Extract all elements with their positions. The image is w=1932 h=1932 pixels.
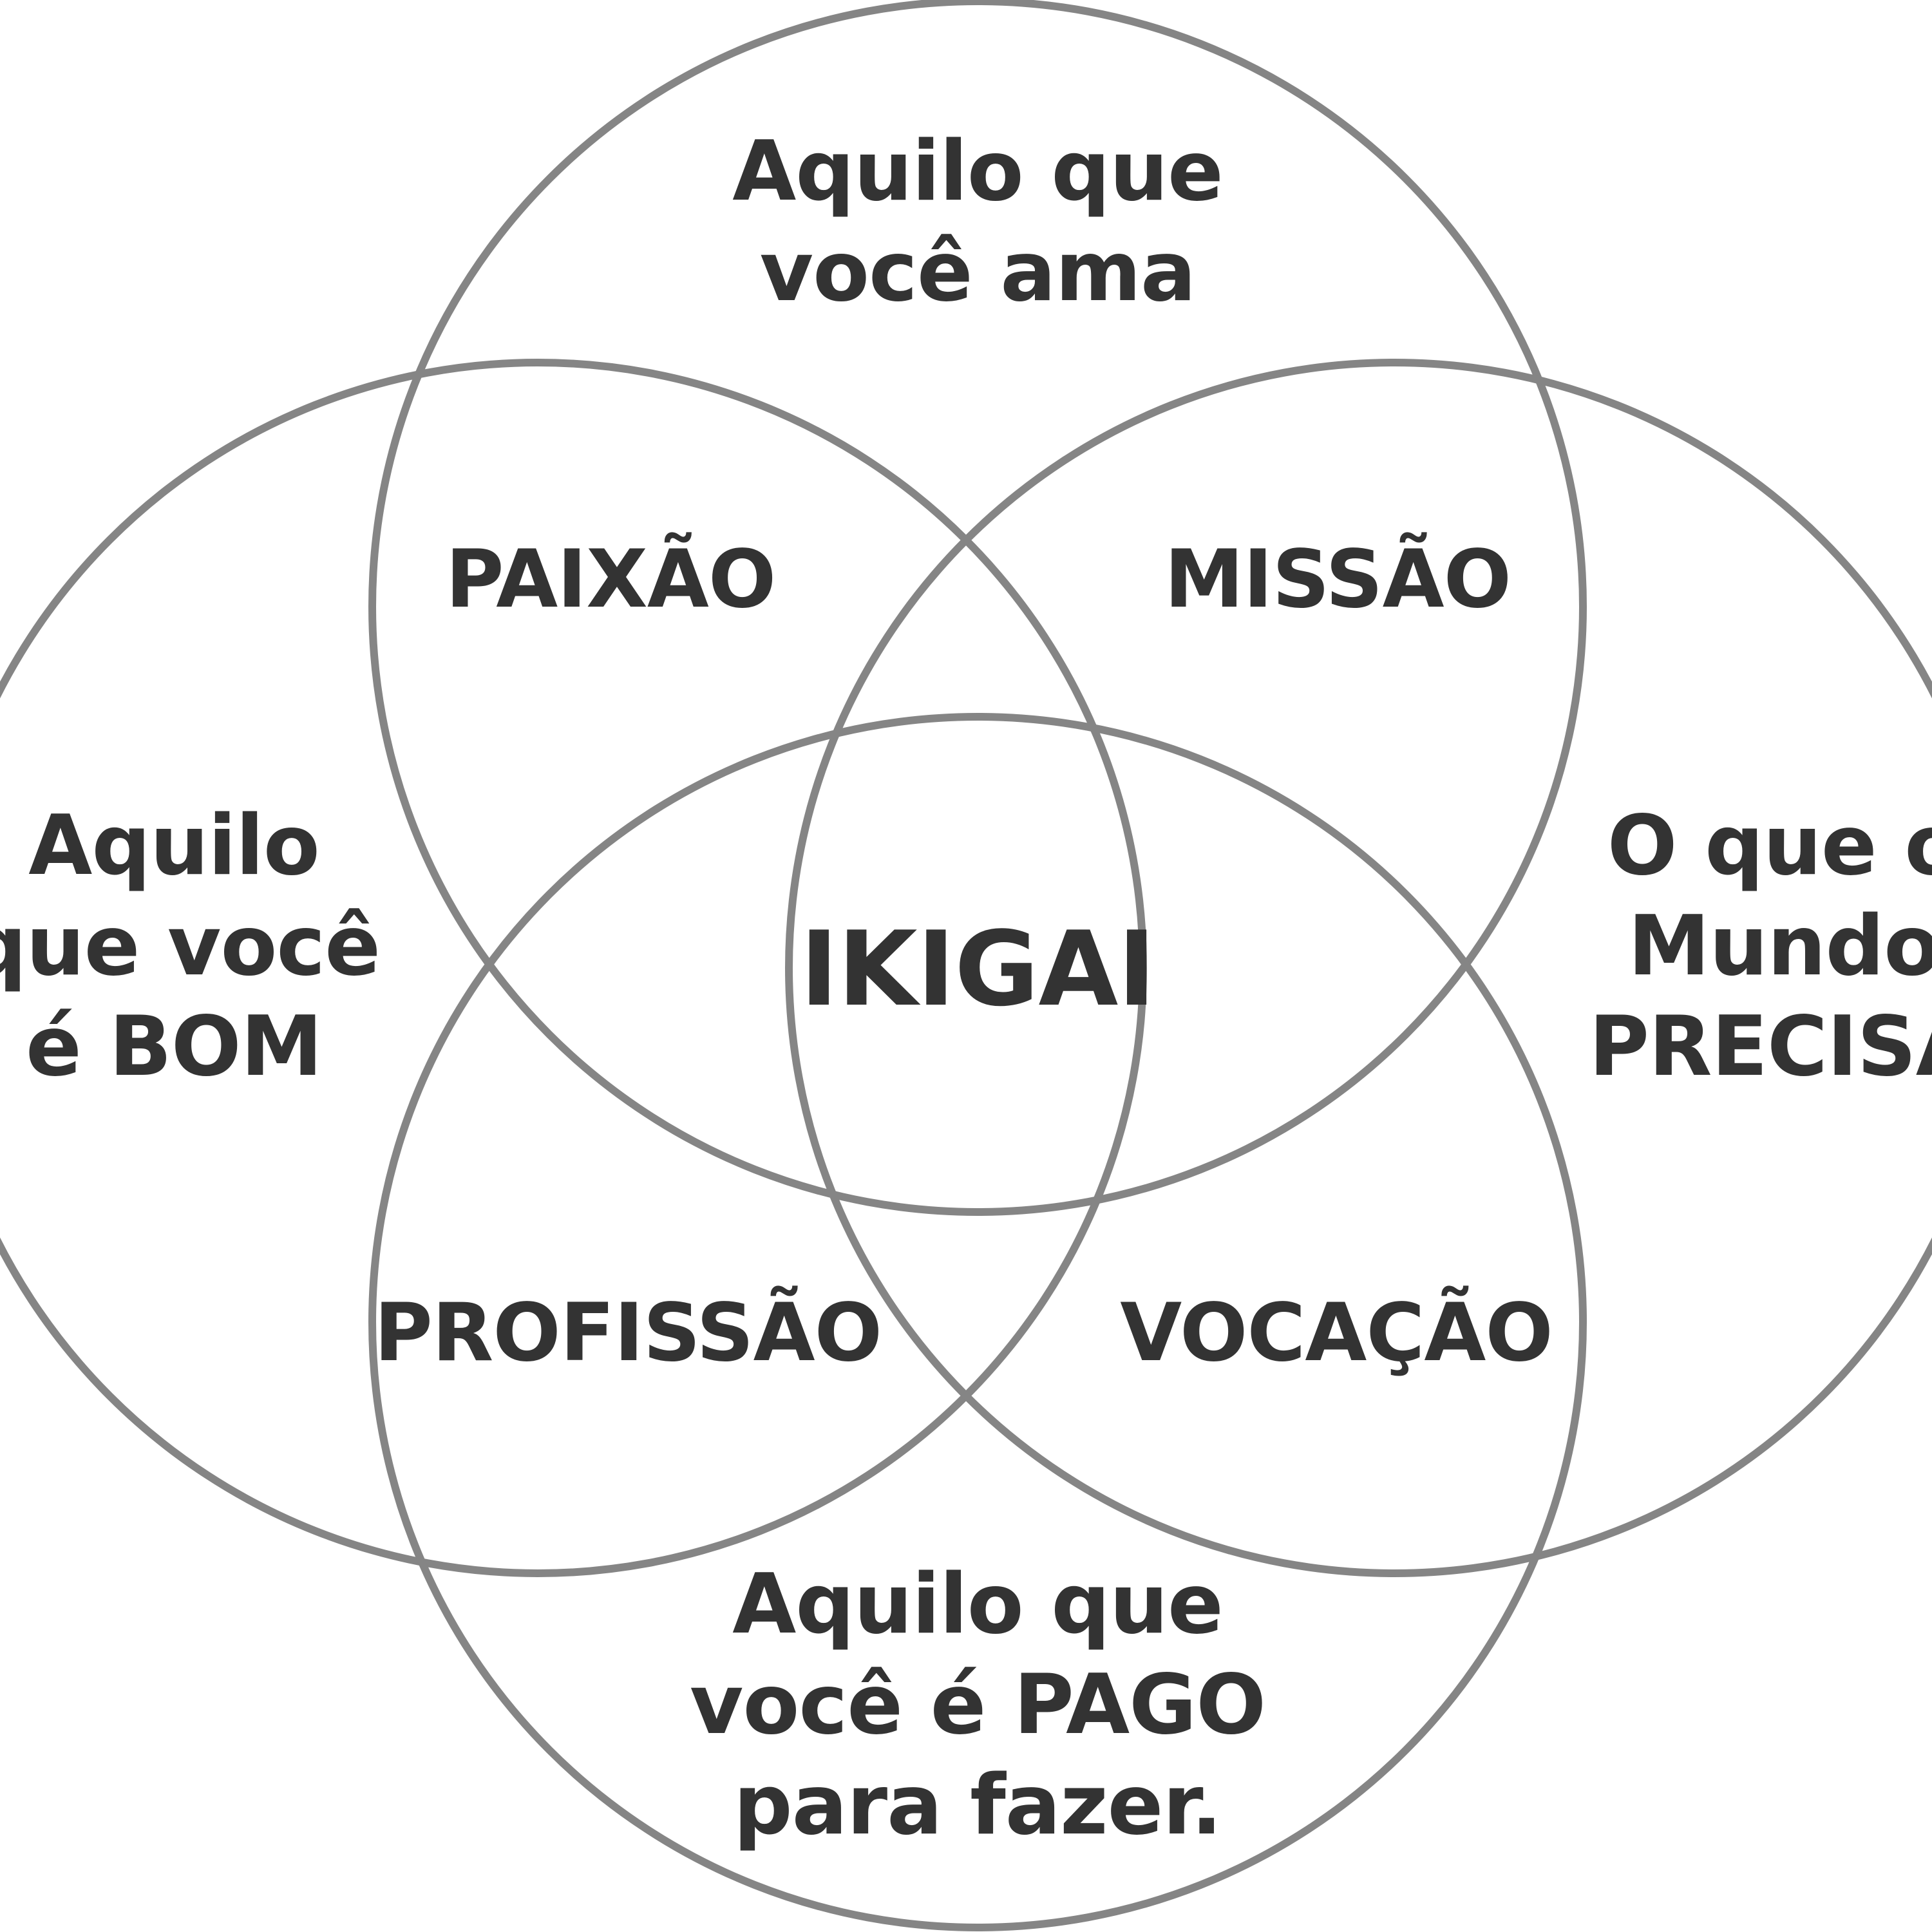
circle-world-needs bbox=[785, 359, 1932, 1577]
label-world-needs-line-1: O que o bbox=[1607, 797, 1932, 894]
label-love-line-2: você ama bbox=[759, 224, 1197, 320]
circle-paid-for bbox=[368, 713, 1587, 1931]
label-paid-for-line-3: para fazer. bbox=[734, 1757, 1222, 1854]
label-ikigai: IKIGAI bbox=[800, 909, 1156, 1029]
circle-good-at bbox=[0, 359, 1147, 1577]
label-good-at-line-2: que você bbox=[0, 898, 381, 994]
label-paixao: PAIXÃO bbox=[445, 533, 777, 626]
label-paid-for-line-2: você é PAGO bbox=[690, 1656, 1266, 1753]
label-vocacao: VOCAÇÃO bbox=[1120, 1287, 1553, 1379]
label-good-at: Aquilo que você é BOM bbox=[0, 796, 381, 1097]
label-world-needs-line-2: Mundo bbox=[1627, 898, 1932, 994]
label-missao: MISSÃO bbox=[1164, 533, 1511, 626]
label-good-at-line-1: Aquilo bbox=[28, 797, 320, 894]
label-profissao: PROFISSÃO bbox=[374, 1287, 882, 1379]
label-love: Aquilo que você ama bbox=[732, 122, 1224, 323]
label-love-line-1: Aquilo que bbox=[732, 123, 1224, 220]
label-paid-for-line-1: Aquilo que bbox=[732, 1556, 1224, 1653]
label-paid-for: Aquilo que você é PAGO para fazer. bbox=[690, 1555, 1266, 1856]
circle-love bbox=[368, 0, 1587, 1216]
label-good-at-line-3: é BOM bbox=[25, 999, 323, 1095]
